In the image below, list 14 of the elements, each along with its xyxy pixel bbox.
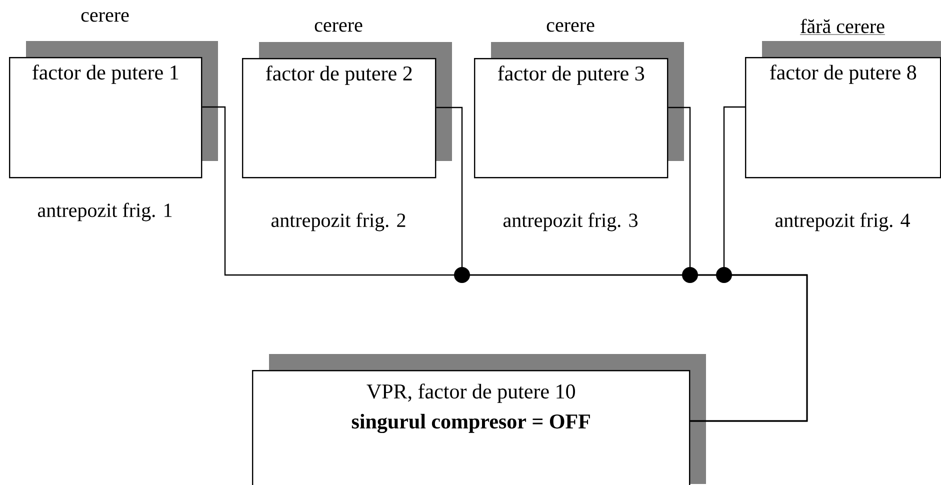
node-caption: fără cerere <box>800 18 886 35</box>
process-box: factor de putere 1 <box>9 41 218 178</box>
node-caption: antrepozit frig. 3 <box>503 212 638 232</box>
process-box: VPR, factor de putere 10 singurul compresor = OFF <box>252 354 706 485</box>
node-caption: antrepozit frig. 2 <box>271 212 406 232</box>
node-caption: antrepozit frig. 1 <box>38 202 172 222</box>
process-box: factor de putere 3 <box>474 42 684 178</box>
node-caption: antrepozit frig. 4 <box>775 212 910 232</box>
process-box: factor de putere 8 <box>745 41 941 178</box>
node-caption: cerere <box>314 22 362 32</box>
connector-line <box>690 106 808 422</box>
process-box: factor de putere 2 <box>242 42 452 178</box>
node-caption: cerere <box>81 12 129 22</box>
node-caption: cerere <box>546 22 594 32</box>
